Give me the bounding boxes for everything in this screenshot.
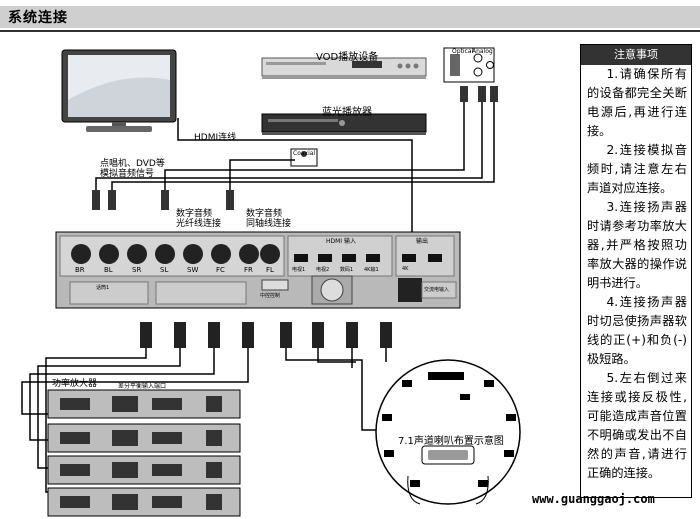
optical-conn-label: 数字音频 (176, 209, 213, 219)
remote-label: 中控控制 (260, 293, 281, 299)
hdmi-port-label: 数码1 (340, 267, 354, 273)
analog-source-label: 点唱机、DVD等 (100, 159, 165, 169)
optical-jack-label: Optical (452, 48, 474, 55)
note-item: 1.请确保所有的设备都完全关断电源后,再进行连接。 (587, 67, 687, 138)
amplifier-title: 功率放大器 (52, 379, 98, 389)
coaxial-jack-label: Coaxial (293, 150, 316, 157)
optical-conn-label-2: 光纤线连接 (176, 219, 222, 229)
note-item: 4.连接扬声器时切忌使扬声器软线的正(+)和负(-)极短路。 (587, 295, 687, 366)
channel-label: SL (160, 266, 169, 274)
hdmi-group-label: HDMI 输入 (326, 238, 356, 245)
section-header: 系统连接 (0, 0, 700, 33)
source-jack-panel (443, 47, 495, 83)
analog-jack-label: Analog (472, 48, 493, 55)
power-amplifiers (47, 389, 241, 517)
channel-label: FR (244, 266, 253, 274)
channel-label: FC (216, 266, 225, 274)
hdmi-line-label: HDMI连线 (194, 133, 237, 143)
channel-label: SR (132, 266, 142, 274)
hdmi-port-label: 4K (402, 266, 409, 272)
analog-source-label-2: 模拟音频信号 (100, 169, 155, 179)
watermark: www.guanggaoj.com (532, 492, 655, 506)
coax-conn-label-2: 同轴线连接 (246, 219, 292, 229)
note-item: 2.连接模拟音频时,请注意左右声道对应连接。 (587, 143, 687, 195)
coaxial-jack-icon (290, 148, 318, 167)
rear-panel (55, 231, 461, 309)
channel-label: BR (75, 266, 85, 274)
channel-label: FL (266, 266, 274, 274)
notes-header: 注意事项 (581, 45, 691, 65)
vod-player-icon (261, 57, 427, 79)
speaker-plugs (140, 322, 392, 348)
header-band (0, 6, 700, 28)
bluray-player-icon (261, 113, 427, 135)
coax-conn-label: 数字音频 (246, 209, 283, 219)
hdmi-port-label: 4K输1 (364, 267, 379, 273)
note-item: 3.连接扬声器时请参考功率放大器,并严格按照功率放大器的操作说明书进行。 (587, 200, 687, 290)
vod-player-label: VOD播放设备 (316, 52, 379, 63)
section-title: 系统连接 (8, 10, 68, 26)
input-plugs (92, 86, 498, 210)
speaker-layout-diagram (375, 359, 521, 505)
channel-label: SW (187, 266, 199, 274)
tv-icon (61, 49, 177, 132)
channel-label: BL (104, 266, 113, 274)
speaker-layout-caption: 7.1声道喇叭布置示意图 (398, 436, 504, 447)
notes-panel: 注意事项 1.请确保所有的设备都完全关断电源后,再进行连接。 2.连接模拟音频时… (580, 44, 692, 498)
mic-group-label: 话筒1 (96, 285, 110, 291)
cables (21, 88, 495, 493)
hdmi-port-label: 电视2 (316, 267, 330, 273)
output-group-label: 输出 (416, 238, 429, 245)
note-item: 5.左右倒过来连接或接反极性,可能造成声音位置不明确或发出不自然的声音,请进行正… (587, 371, 687, 480)
header-rule (0, 30, 700, 32)
balanced-input-label: 差分平衡输入端口 (118, 383, 167, 390)
power-label: 交流电输入 (424, 287, 450, 293)
hdmi-port-label: 电视1 (292, 267, 306, 273)
bluray-player-label: 蓝光播放器 (322, 107, 372, 118)
